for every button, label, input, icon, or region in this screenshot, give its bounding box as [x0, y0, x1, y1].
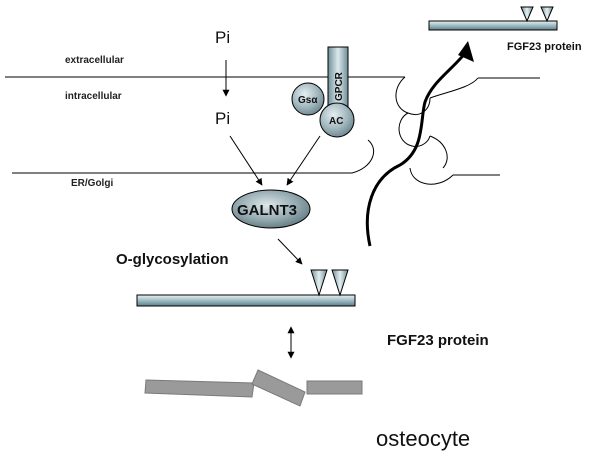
glycan-triangle-1 [520, 6, 534, 23]
glycan-triangle-2 [540, 6, 554, 23]
pi-intracellular-label: Pi [215, 109, 230, 128]
pi-extracellular-label: Pi [215, 28, 230, 47]
ac-label: AC [329, 116, 343, 127]
osteocyte-label: osteocyte [376, 426, 470, 451]
secretion-arrow [365, 51, 468, 247]
glycan-triangle-3 [310, 269, 328, 297]
o-glycosylation-label: O-glycosylation [116, 251, 229, 268]
adenylyl-cyclase [319, 102, 355, 138]
cleaved-fragment-left [144, 379, 255, 398]
glycan-triangle-4 [331, 269, 349, 297]
galnt3-enzyme [231, 189, 311, 229]
secreted-fgf23-bar [428, 20, 558, 31]
gs-alpha-subunit [291, 82, 325, 116]
cleaved-fragment-middle [251, 369, 306, 407]
fgf23-protein-label: FGF23 protein [387, 332, 489, 349]
ac-to-galnt3-arrow [286, 135, 321, 186]
extracellular-label: extracellular [65, 55, 124, 66]
gs-alpha-label: Gsα [298, 95, 318, 106]
fgf23-top-label: FGF23 protein [507, 41, 582, 53]
galnt3-label: GALNT3 [237, 202, 297, 219]
glycosylation-arrow [277, 238, 303, 265]
fgf23-protein-bar [136, 294, 356, 307]
er-golgi-label: ER/Golgi [71, 178, 113, 189]
pi-to-galnt3-arrow [229, 135, 263, 186]
cleaved-fragment-right [306, 380, 363, 395]
intracellular-label: intracellular [65, 91, 122, 102]
vesicle-membrane-curves [351, 76, 479, 185]
gpcr-label: GPCR [334, 71, 345, 101]
secretion-arrow-head [458, 41, 474, 62]
